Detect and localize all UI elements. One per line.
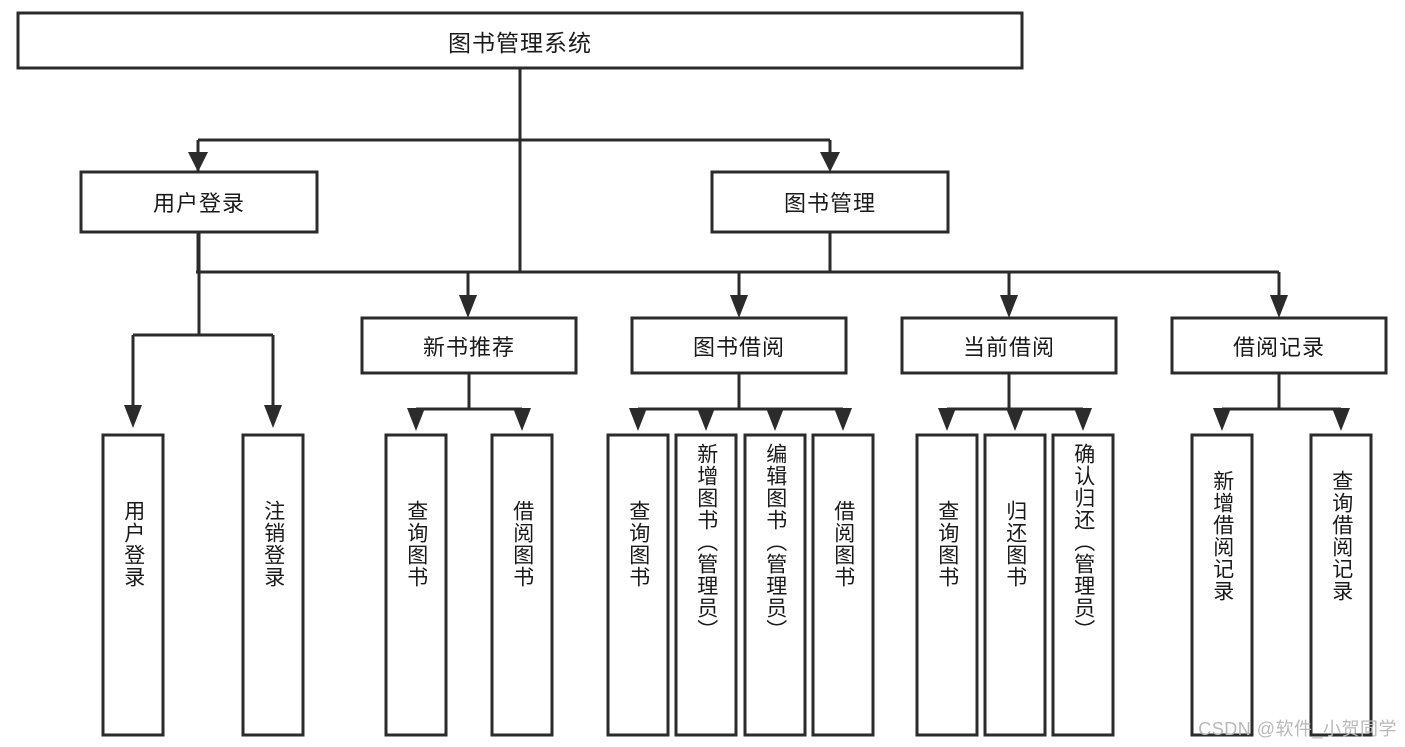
node-leaf-query-book-1[interactable] — [384, 433, 448, 737]
node-leaf-user-login[interactable] — [101, 433, 165, 737]
arrow-head-book-borrow — [730, 295, 748, 318]
arrow-head-borrow-record — [1270, 295, 1288, 318]
node-leaf-add-record[interactable] — [1190, 433, 1254, 737]
arrow-head-leaf-return-book — [1006, 408, 1024, 431]
connector-root-structure — [198, 68, 830, 142]
node-borrow-record[interactable] — [1170, 316, 1388, 375]
arrow-head-new-book-recommend — [459, 295, 477, 318]
node-new-book-recommend[interactable] — [360, 316, 578, 375]
connector-group-current-borrow-children — [938, 373, 1092, 431]
arrow-head-leaf-borrow-book-1 — [513, 408, 531, 431]
node-leaf-query-book-3[interactable] — [915, 433, 979, 737]
arrow-head-leaf-user-login — [124, 405, 142, 428]
node-leaf-user-logout[interactable] — [241, 433, 305, 737]
node-leaf-borrow-book-1[interactable] — [490, 433, 554, 737]
arrow-head-user-login — [188, 152, 208, 172]
node-leaf-query-book-2[interactable] — [606, 433, 670, 737]
node-root-book-management-system[interactable] — [16, 11, 1024, 70]
arrow-head-leaf-add-book — [697, 408, 715, 431]
arrow-head-leaf-confirm-return — [1074, 408, 1092, 431]
arrow-head-leaf-user-logout — [264, 405, 282, 428]
arrow-head-book-management — [820, 152, 840, 172]
connector-group-book-management-children — [459, 232, 1288, 318]
arrow-head-current-borrow — [1000, 295, 1018, 318]
node-current-borrow[interactable] — [900, 316, 1118, 375]
arrow-head-leaf-query-book-3 — [938, 408, 956, 431]
arrow-head-leaf-query-record — [1332, 408, 1350, 431]
node-leaf-borrow-book-2[interactable] — [811, 433, 875, 737]
connector-group-book-borrow-children — [629, 373, 852, 431]
node-leaf-edit-book[interactable] — [743, 433, 807, 737]
arrow-head-leaf-add-record — [1213, 408, 1231, 431]
node-book-borrow[interactable] — [630, 316, 848, 375]
node-book-management[interactable] — [710, 170, 950, 234]
arrow-head-leaf-query-book-1 — [407, 408, 425, 431]
connector-group-borrow-record-children — [1213, 373, 1350, 431]
watermark-text: CSDN @软件_小贺同学 — [1198, 719, 1397, 739]
connector-group-new-book-recommend-children — [407, 373, 531, 431]
arrow-head-leaf-edit-book — [766, 408, 784, 431]
arrow-head-leaf-borrow-book-2 — [834, 408, 852, 431]
node-leaf-confirm-return[interactable] — [1051, 433, 1115, 737]
connector-group-level2-arrows — [188, 140, 840, 172]
node-leaf-return-book[interactable] — [983, 433, 1047, 737]
connector-group-user-login-children — [124, 232, 282, 428]
node-leaf-query-record[interactable] — [1309, 433, 1373, 737]
node-user-login[interactable] — [79, 170, 319, 234]
node-leaf-add-book[interactable] — [674, 433, 738, 737]
connector-group-root-to-level2 — [196, 68, 830, 274]
arrow-head-leaf-query-book-2 — [629, 408, 647, 431]
